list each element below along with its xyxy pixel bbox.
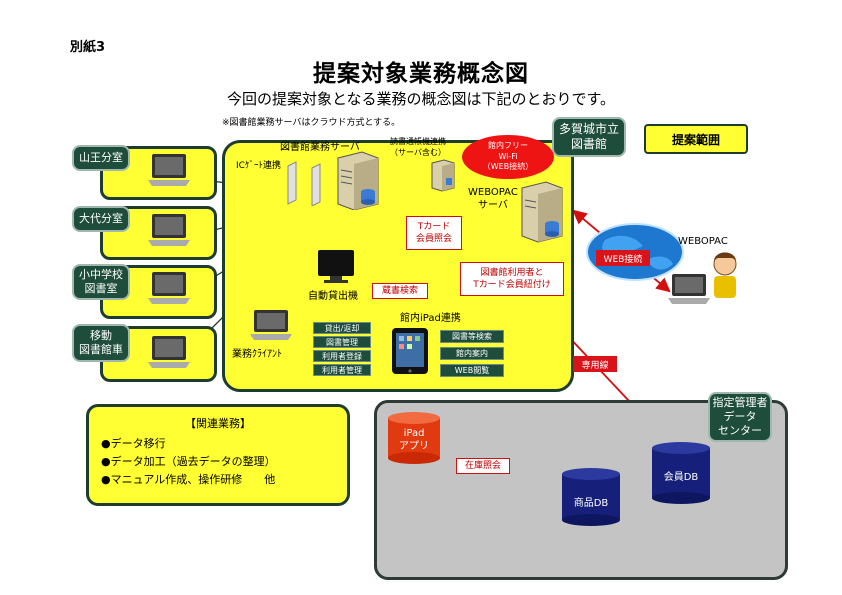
page-title: 提案対象業務概念図	[313, 61, 529, 87]
stock-inquiry-label: 在庫照会	[456, 458, 510, 474]
free-wifi-badge: 館内フリー Wi-Fi （WEB接続）	[462, 135, 554, 179]
document-label: 別紙3	[70, 40, 106, 55]
ipad-app-cylinder	[388, 412, 440, 464]
kiosk-monitor-icon	[318, 250, 354, 283]
related-item-processing: ●データ加工（過去データの整理）	[101, 455, 276, 468]
web-connect-label: WEB接続	[596, 250, 650, 266]
function-library-guide: 館内案内	[440, 347, 504, 360]
branch-label-oshiro: 大代分室	[72, 206, 130, 232]
member-db-label: 会員DB	[663, 472, 699, 483]
function-web-browsing: WEB閲覧	[440, 364, 504, 377]
laptop-icon	[250, 310, 292, 340]
ic-gate-icon	[287, 161, 321, 206]
data-center-label: 指定管理者 データ センター	[708, 392, 772, 442]
reading-server-icon	[431, 159, 455, 192]
function-user-registration: 利用者登録	[313, 350, 371, 362]
branch-label-sanno: 山王分室	[72, 145, 130, 171]
laptop-icon	[148, 154, 190, 186]
product-db-label: 商品DB	[573, 498, 609, 509]
tcard-link-label: 図書館利用者と Tカード会員紐付け	[460, 262, 564, 296]
related-tasks-title: 【関連業務】	[185, 417, 251, 430]
branch-label-mobile: 移動 図書館車	[72, 324, 130, 362]
laptop-icon	[148, 272, 190, 304]
server-icon	[337, 151, 379, 210]
ipad-link-label: 館内iPad連携	[400, 313, 461, 324]
related-item-migration: ●データ移行	[101, 437, 166, 450]
kiosk-label: 自動貸出機	[308, 291, 358, 302]
webopac-label: WEBOPAC	[678, 236, 728, 247]
product-db-cylinder	[562, 468, 620, 526]
business-client-label: 業務ｸﾗｲｱﾝﾄ	[232, 349, 282, 360]
related-item-manual: ●マニュアル作成、操作研修 他	[101, 473, 276, 486]
cloud-note: ※図書館業務サーバはクラウド方式とする。	[222, 118, 401, 128]
webopac-server-icon	[521, 181, 563, 243]
tcard-inquiry-label: Tカード 会員照会	[406, 216, 462, 250]
ipad-app-label: iPad アプリ	[399, 428, 429, 452]
collection-search-label: 蔵書検索	[372, 283, 428, 299]
dedicated-line-label: 専用線	[573, 356, 617, 372]
laptop-icon	[148, 214, 190, 246]
ipad-icon	[392, 328, 428, 374]
webopac-server-label: WEBOPAC サーバ	[468, 187, 518, 211]
function-checkout: 貸出/返却	[313, 322, 371, 334]
page-subtitle: 今回の提案対象となる業務の概念図は下記のとおりです。	[226, 90, 616, 108]
function-book-search: 図書等検索	[440, 330, 504, 343]
function-book-management: 図書管理	[313, 336, 371, 348]
user-person-icon	[713, 252, 737, 298]
branch-label-school: 小中学校 図書室	[72, 264, 130, 300]
laptop-icon	[668, 274, 710, 304]
function-user-management: 利用者管理	[313, 364, 371, 376]
reading-passbook-label: 読書通帳機連携 （サーバ含む）	[390, 137, 446, 157]
ic-gate-label: ICｹﾞｰﾄ連携	[236, 161, 281, 171]
member-db-cylinder	[652, 442, 710, 504]
main-library-label: 多賀城市立 図書館	[552, 117, 626, 157]
server-label: 図書館業務サーバ	[280, 142, 360, 153]
laptop-icon	[148, 336, 190, 368]
related-tasks-box: 【関連業務】 ●データ移行 ●データ加工（過去データの整理） ●マニュアル作成、…	[86, 404, 350, 506]
scope-legend: 提案範囲	[644, 124, 748, 154]
